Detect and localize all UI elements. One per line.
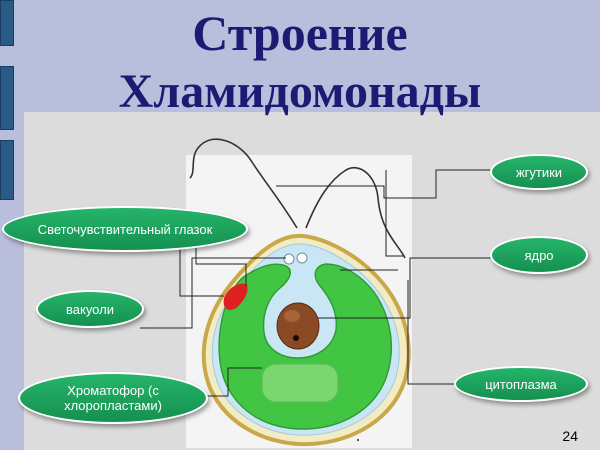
label-eyespot: Светочувствительный глазок (2, 206, 248, 252)
vacuole (296, 252, 308, 264)
page-number: 24 (562, 428, 578, 444)
left-tab-1 (0, 0, 14, 46)
label-cytoplasm: цитоплазма (454, 366, 588, 402)
label-vacuoles: вакуоли (36, 290, 144, 328)
label-chromatophore-text: Хроматофор (с хлоропластами) (64, 383, 162, 413)
label-flagella: жгутики (490, 154, 588, 190)
leader-vacuoles (140, 257, 286, 329)
page-title-line-2: Хламидомонады (118, 65, 482, 118)
label-flagella-text: жгутики (515, 164, 563, 180)
eyespot (223, 283, 248, 310)
leader-flagella (276, 169, 494, 199)
leader-nucleus (318, 257, 492, 319)
label-nucleus: ядро (490, 236, 588, 274)
label-chromatophore: Хроматофор (с хлоропластами) (18, 372, 208, 424)
page-title-line-1: Строение (192, 5, 408, 61)
left-tab-2 (0, 66, 14, 130)
dot-marker (357, 439, 359, 441)
pyrenoid (261, 363, 339, 403)
label-nucleus-text: ядро (524, 247, 554, 263)
leader-flagella-2 (385, 170, 404, 257)
label-vacuoles-text: вакуоли (66, 301, 114, 317)
left-tab-3 (0, 140, 14, 200)
leader-cytoplasm (407, 280, 458, 385)
leader-chromatophore (206, 367, 262, 397)
flagellum-left (189, 138, 298, 229)
nucleus-highlight (284, 310, 300, 322)
vacuole (283, 253, 295, 265)
label-eyespot-text: Светочувствительный глазок (37, 221, 213, 237)
nucleus (276, 302, 320, 350)
nucleolus (293, 335, 299, 341)
flagellum-right (305, 167, 406, 259)
label-cytoplasm-text: цитоплазма (485, 376, 557, 392)
